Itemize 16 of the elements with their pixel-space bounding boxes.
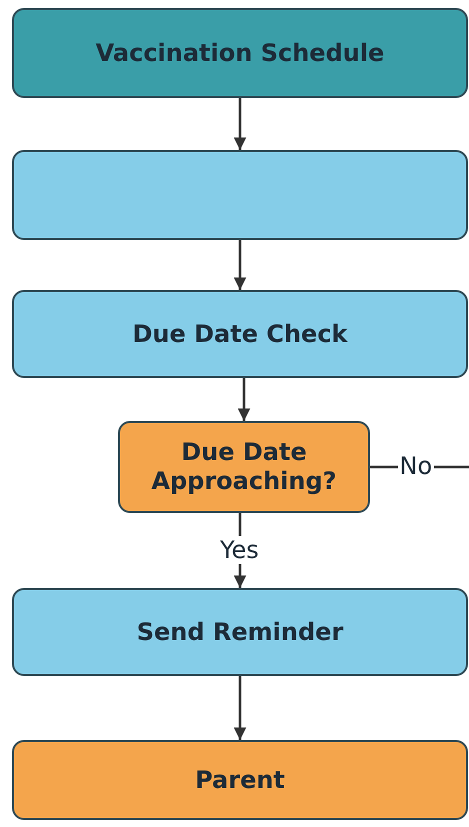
process-box <box>12 150 468 240</box>
decision-box <box>118 421 370 513</box>
node-label: Vaccination Schedule <box>96 38 384 68</box>
process-box <box>12 290 468 378</box>
node-label: Parent <box>195 766 285 794</box>
node-label: Send Reminder <box>136 618 344 646</box>
arrow <box>234 240 246 290</box>
arrow <box>234 98 246 150</box>
arrow <box>234 676 246 740</box>
process-box <box>12 8 468 98</box>
process-box <box>12 740 468 820</box>
process-box <box>12 588 468 676</box>
arrow <box>238 378 250 421</box>
node-label: Due Date Approaching? <box>150 438 338 496</box>
node-label: Due Date Check <box>132 320 348 348</box>
edge-label: Yes <box>218 536 261 564</box>
